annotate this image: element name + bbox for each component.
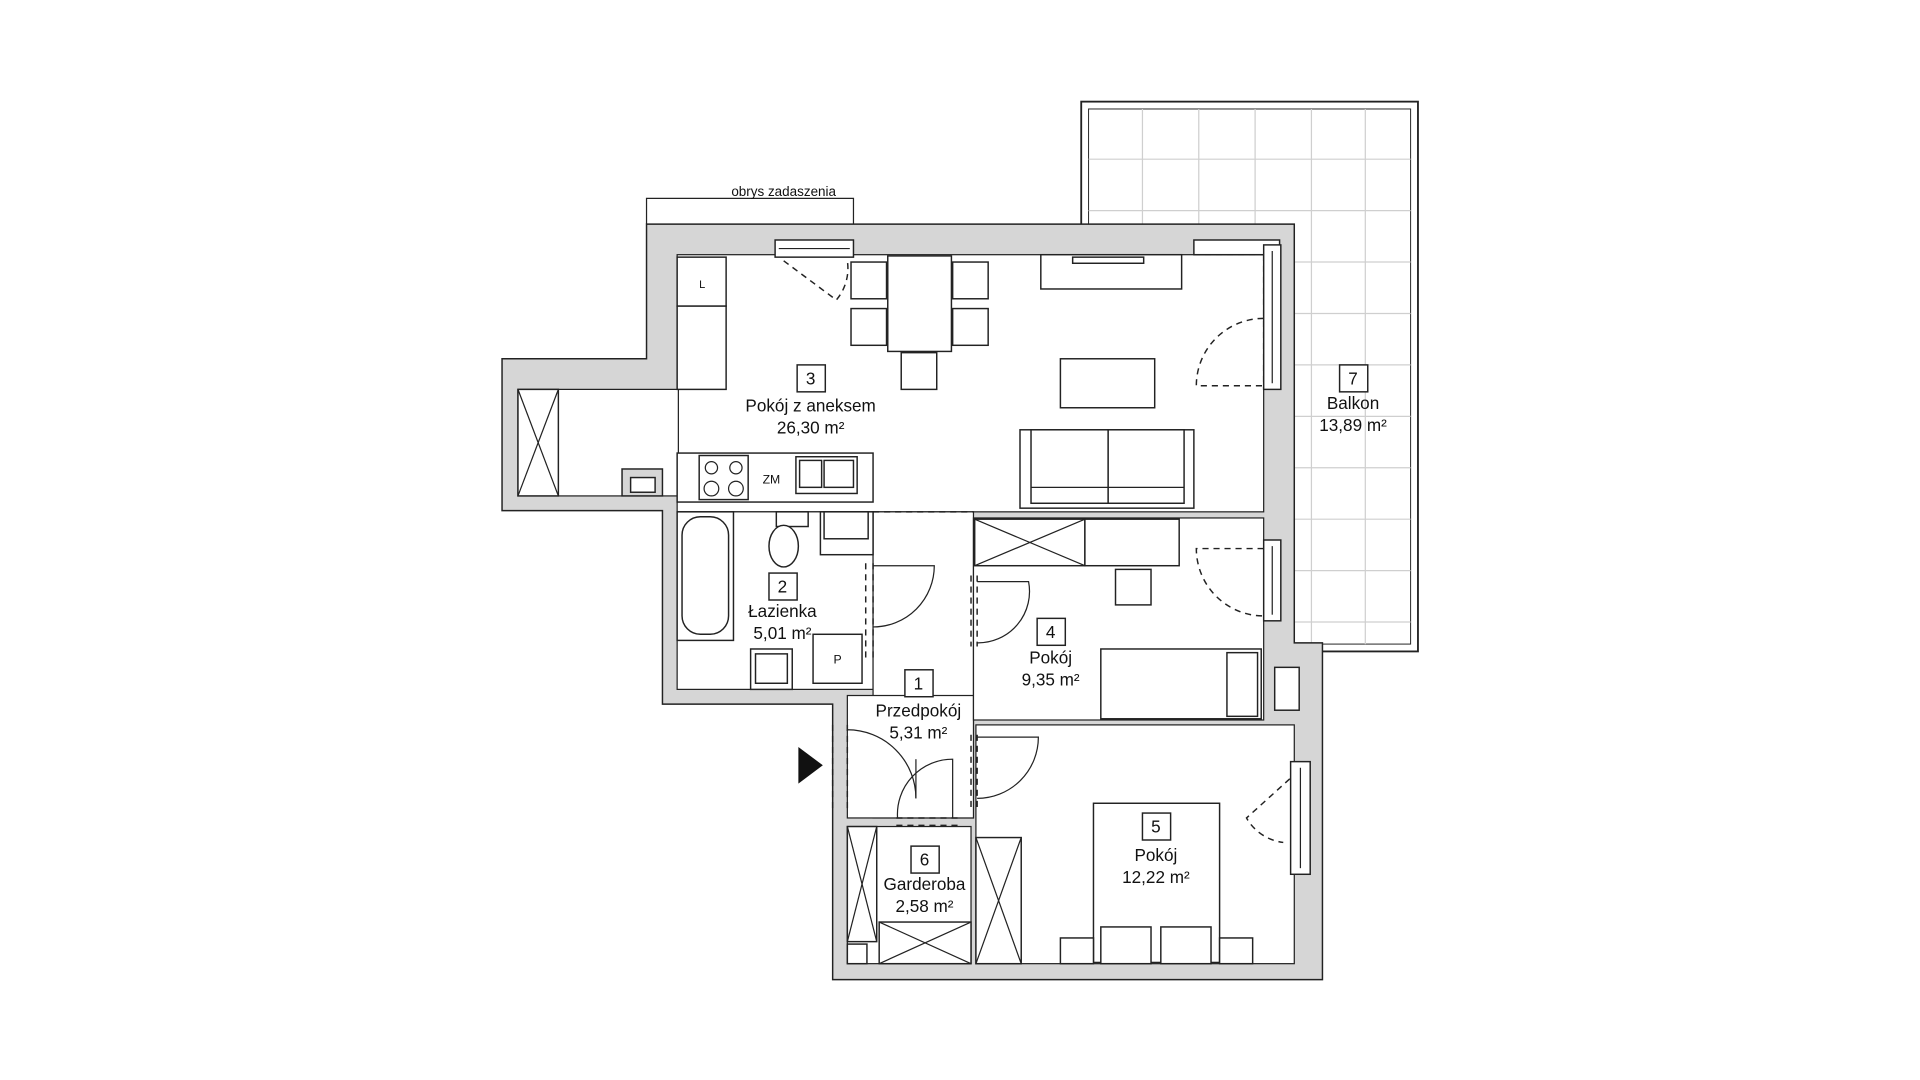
sofa xyxy=(1019,429,1195,509)
svg-text:Balkon: Balkon xyxy=(1327,393,1379,413)
bathroom-fixtures: P xyxy=(676,511,874,691)
svg-text:5,01 m²: 5,01 m² xyxy=(753,623,811,643)
room-4-furniture xyxy=(973,518,1300,720)
wardrobe-room-3 xyxy=(517,388,560,497)
svg-text:13,89 m²: 13,89 m² xyxy=(1319,415,1387,435)
svg-text:9,35 m²: 9,35 m² xyxy=(1022,670,1080,690)
windows xyxy=(774,239,1311,876)
room-label-6: 6 Garderoba 2,58 m² xyxy=(884,845,966,916)
svg-text:3: 3 xyxy=(806,368,816,388)
svg-text:Garderoba: Garderoba xyxy=(884,874,966,894)
svg-text:5,31 m²: 5,31 m² xyxy=(889,722,947,742)
zm-label: ZM xyxy=(763,473,781,487)
coffee-table xyxy=(1059,358,1156,409)
dining-set xyxy=(850,255,989,391)
room-label-2: 2 Łazienka 5,01 m² xyxy=(748,572,817,643)
svg-text:26,30 m²: 26,30 m² xyxy=(777,417,845,437)
roof-outline-label: obrys zadaszenia xyxy=(731,184,836,199)
garderoba-furniture xyxy=(846,825,972,965)
shaft xyxy=(629,476,656,493)
svg-text:5: 5 xyxy=(1151,817,1161,837)
room-label-1: 1 Przedpokój 5,31 m² xyxy=(876,669,962,742)
svg-text:Pokój: Pokój xyxy=(1029,648,1072,668)
svg-text:2,58 m²: 2,58 m² xyxy=(895,896,953,916)
washer-label: P xyxy=(833,653,841,667)
svg-text:Pokój: Pokój xyxy=(1134,845,1177,865)
room-5-furniture xyxy=(975,802,1254,965)
svg-text:12,22 m²: 12,22 m² xyxy=(1122,867,1190,887)
svg-text:6: 6 xyxy=(920,850,930,870)
svg-text:L: L xyxy=(699,279,705,291)
tv xyxy=(1071,256,1145,264)
roof-outline: obrys zadaszenia xyxy=(645,184,855,245)
entrance-arrow-icon xyxy=(798,746,823,784)
room-label-3: 3 Pokój z aneksem 26,30 m² xyxy=(745,364,876,437)
svg-text:7: 7 xyxy=(1348,368,1358,388)
svg-text:4: 4 xyxy=(1046,622,1056,642)
svg-text:Pokój z aneksem: Pokój z aneksem xyxy=(745,395,875,415)
svg-text:Łazienka: Łazienka xyxy=(748,601,817,621)
svg-text:2: 2 xyxy=(778,577,788,597)
room-label-4: 4 Pokój 9,35 m² xyxy=(1022,617,1080,690)
kitchen-furniture: L ZM xyxy=(676,256,874,503)
svg-text:1: 1 xyxy=(914,673,924,693)
room-label-7: 7 Balkon 13,89 m² xyxy=(1319,364,1387,435)
svg-text:Przedpokój: Przedpokój xyxy=(876,700,962,720)
room-label-5: 5 Pokój 12,22 m² xyxy=(1122,812,1190,887)
